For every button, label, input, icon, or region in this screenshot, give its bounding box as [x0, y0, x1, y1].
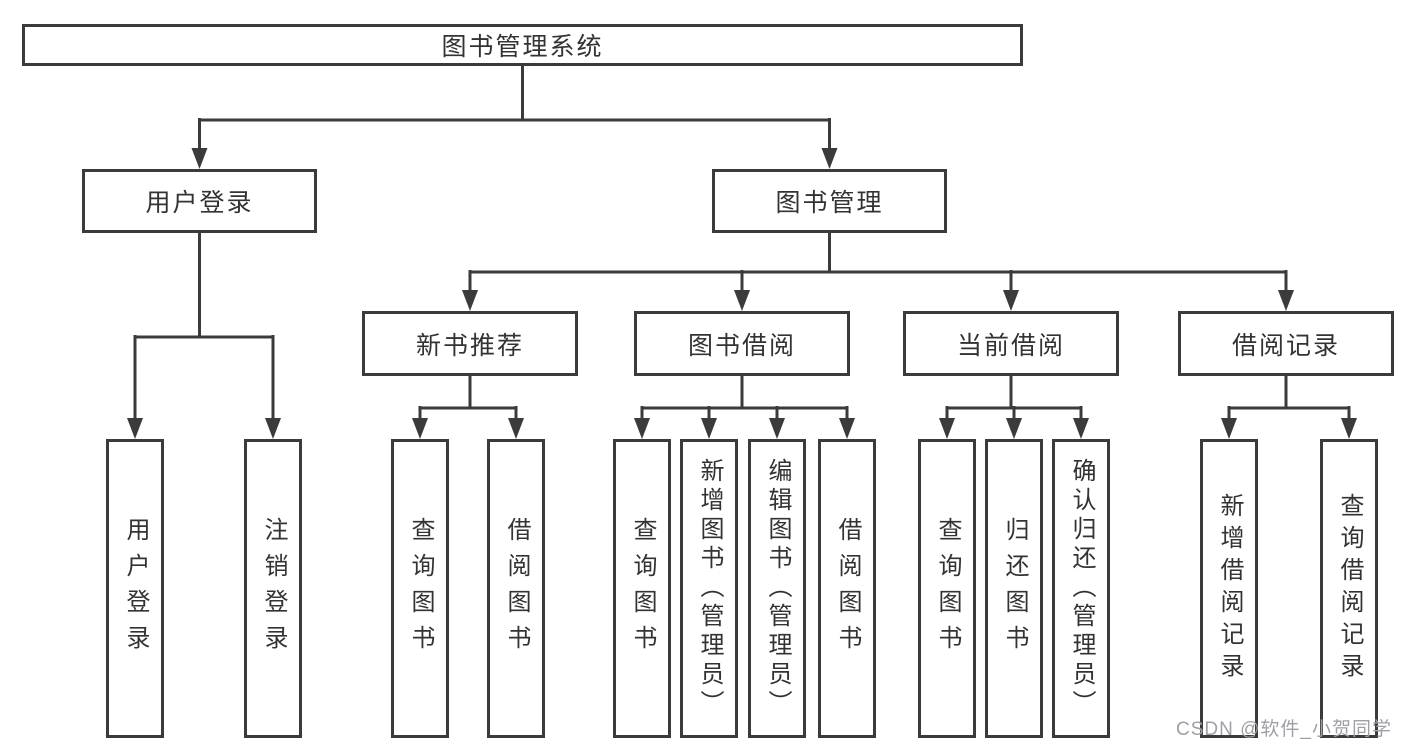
leaf-borrow-books-2-label: 借阅图书 [834, 516, 861, 661]
leaf-query-books-1: 查询图书 [391, 439, 449, 738]
arrowhead-down-icon [634, 418, 650, 439]
arrowhead-down-icon [508, 418, 524, 439]
leaf-add-borrow-record: 新增借阅记录 [1200, 439, 1258, 738]
leaf-query-borrow-record-label: 查询借阅记录 [1336, 492, 1363, 685]
leaf-query-borrow-record: 查询借阅记录 [1320, 439, 1378, 738]
leaf-query-books-3-label: 查询图书 [934, 516, 961, 661]
leaf-borrow-books-2: 借阅图书 [818, 439, 876, 738]
arrowhead-down-icon [839, 418, 855, 439]
arrowhead-down-icon [1073, 418, 1089, 439]
arrowhead-down-icon [701, 418, 717, 439]
node-book-management: 图书管理 [712, 169, 947, 233]
leaf-confirm-return-admin: 确认归还（管理员） [1052, 439, 1110, 738]
node-new-book-recommend-label: 新书推荐 [415, 331, 524, 360]
node-book-management-label: 图书管理 [775, 189, 884, 217]
connector-currentborrow-to-leaves [945, 376, 1083, 421]
node-user-login-label: 用户登录 [145, 189, 254, 217]
leaf-query-books-1-label: 查询图书 [407, 516, 434, 661]
node-user-login: 用户登录 [82, 169, 317, 233]
leaf-logout-label: 注销登录 [260, 516, 287, 661]
node-current-borrow: 当前借阅 [903, 311, 1119, 376]
node-new-book-recommend: 新书推荐 [362, 311, 578, 376]
arrowhead-down-icon [939, 418, 955, 439]
leaf-edit-books-admin-label: 编辑图书（管理员） [764, 458, 791, 719]
leaf-query-books-2-label: 查询图书 [629, 516, 656, 661]
node-book-borrow-label: 图书借阅 [687, 331, 796, 360]
connector-userlogin-to-leaves [133, 233, 275, 421]
leaf-return-books-label: 归还图书 [1001, 516, 1028, 661]
connector-borrowrecords-to-leaves [1227, 376, 1351, 421]
leaf-borrow-books-1: 借阅图书 [487, 439, 545, 738]
node-borrow-records-label: 借阅记录 [1231, 331, 1340, 360]
leaf-logout: 注销登录 [244, 439, 302, 738]
arrowhead-down-icon [1006, 418, 1022, 439]
node-current-borrow-label: 当前借阅 [956, 331, 1065, 360]
arrowhead-down-icon [1221, 418, 1237, 439]
arrowhead-down-icon [1341, 418, 1357, 439]
leaf-add-books-admin-label: 新增图书（管理员） [696, 458, 723, 719]
leaf-user-login-label: 用户登录 [122, 516, 149, 661]
leaf-return-books: 归还图书 [985, 439, 1043, 738]
leaf-edit-books-admin: 编辑图书（管理员） [748, 439, 806, 738]
arrowhead-down-icon [265, 418, 281, 439]
leaf-query-books-2: 查询图书 [613, 439, 671, 738]
leaf-query-books-3: 查询图书 [918, 439, 976, 738]
arrowhead-down-icon [462, 290, 478, 311]
leaf-borrow-books-1-label: 借阅图书 [503, 516, 530, 661]
connector-bookmgmt-to-level3 [468, 233, 1288, 293]
leaf-add-books-admin: 新增图书（管理员） [680, 439, 738, 738]
connector-bookborrow-to-leaves [640, 376, 849, 421]
node-root-system: 图书管理系统 [22, 24, 1023, 66]
connector-newbooks-to-leaves [418, 376, 518, 421]
arrowhead-down-icon [191, 148, 208, 169]
leaf-user-login: 用户登录 [106, 439, 164, 738]
connector-root-to-level2 [198, 66, 831, 150]
arrowhead-down-icon [412, 418, 428, 439]
arrowhead-down-icon [1278, 290, 1294, 311]
arrowhead-down-icon [769, 418, 785, 439]
arrowhead-down-icon [821, 148, 838, 169]
node-book-borrow: 图书借阅 [634, 311, 850, 376]
arrowhead-down-icon [127, 418, 143, 439]
node-borrow-records: 借阅记录 [1178, 311, 1394, 376]
leaf-confirm-return-admin-label: 确认归还（管理员） [1068, 458, 1095, 719]
arrowhead-down-icon [734, 290, 750, 311]
arrowhead-down-icon [1003, 290, 1019, 311]
csdn-watermark: CSDN @软件_小贺同学 [1176, 719, 1392, 740]
leaf-add-borrow-record-label: 新增借阅记录 [1216, 492, 1243, 685]
node-root-label: 图书管理系统 [441, 33, 604, 61]
